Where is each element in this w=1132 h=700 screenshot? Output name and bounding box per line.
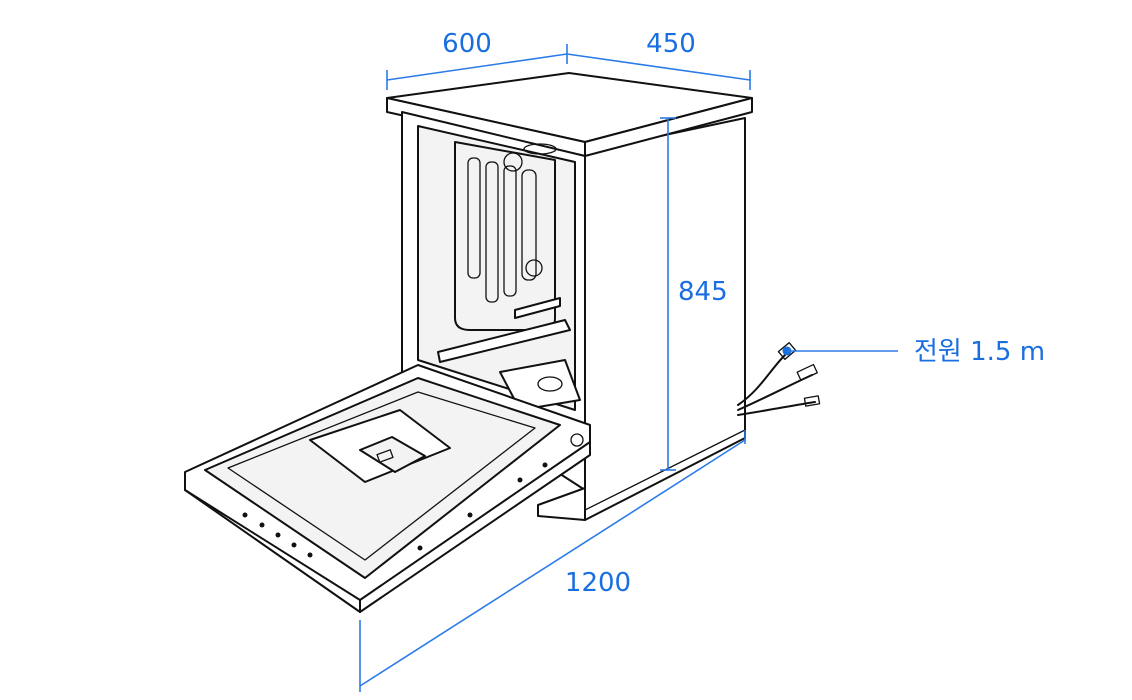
open-depth-label: 1200 (565, 568, 631, 598)
dimension-annotations: 600 450 845 1200 전원 1.5 m (359, 29, 1045, 692)
width-label: 600 (442, 29, 492, 59)
filter-cap-icon (537, 376, 563, 392)
spray-arm-hub-icon (503, 152, 523, 172)
dishwasher-illustration (184, 72, 821, 613)
height-label: 845 (678, 277, 728, 307)
cabinet-side-panel (584, 117, 746, 521)
power-cord-label: 전원 1.5 m (914, 337, 1045, 367)
depth-dimension-line (566, 53, 751, 81)
depth-label: 450 (646, 29, 696, 59)
door-inner-liner (204, 377, 561, 579)
base-plinth (537, 487, 586, 521)
width-dimension-line (386, 53, 568, 81)
hoses-and-power-cord (737, 342, 821, 416)
open-depth-dimension-line (359, 439, 746, 687)
spray-arm (437, 319, 571, 363)
